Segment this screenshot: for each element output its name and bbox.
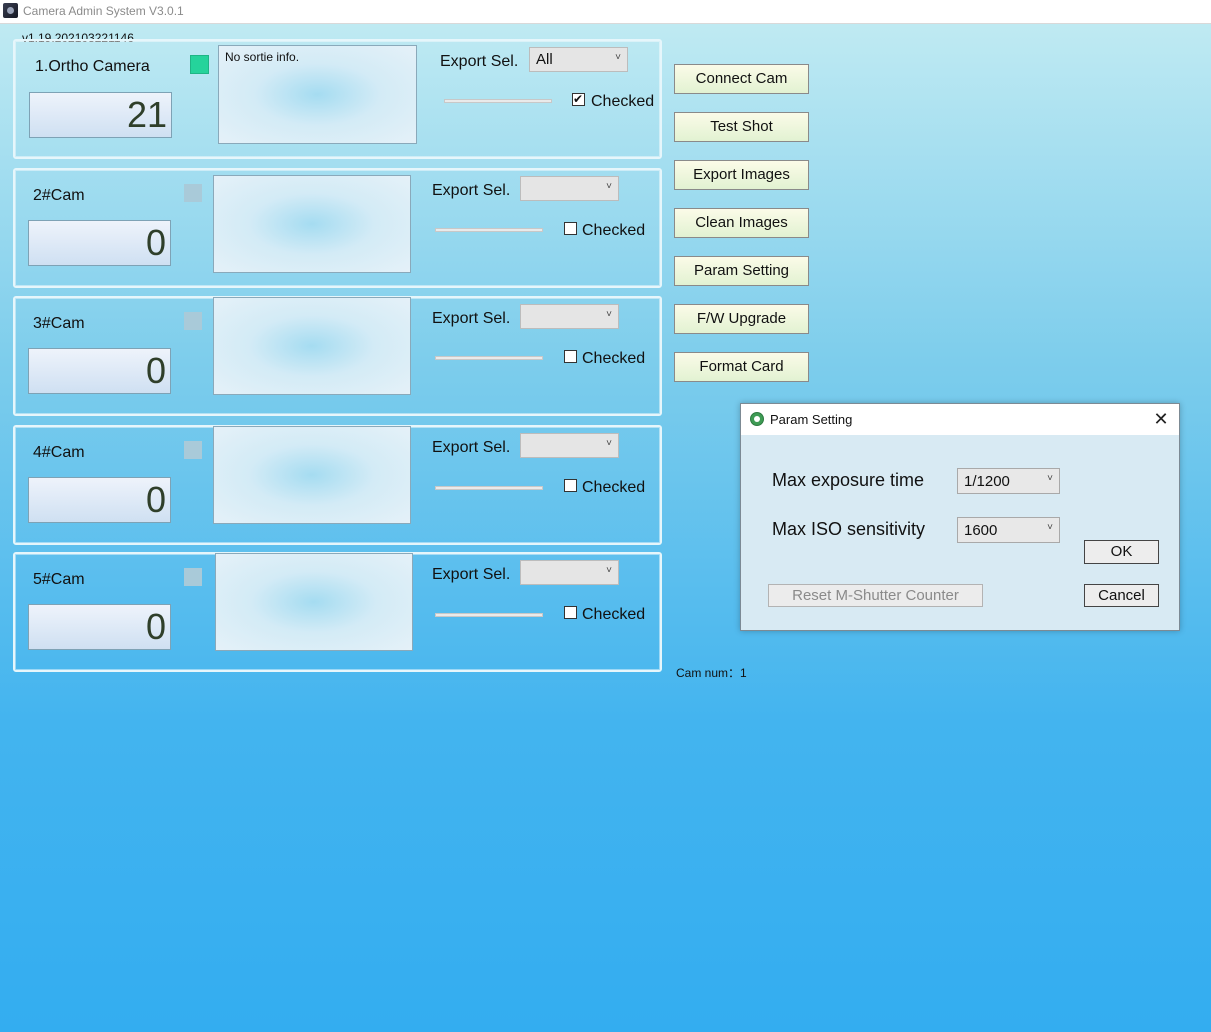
export-sel-label: Export Sel. bbox=[432, 182, 511, 199]
sortie-info-box bbox=[213, 175, 411, 273]
fw-upgrade-button[interactable]: F/W Upgrade bbox=[674, 304, 809, 334]
window-title: Camera Admin System V3.0.1 bbox=[23, 4, 184, 18]
shot-count: 0 bbox=[145, 479, 166, 520]
export-sel-dropdown[interactable]: ˅ bbox=[520, 176, 619, 201]
shot-counter: 21 bbox=[29, 92, 172, 138]
sortie-info-text: No sortie info. bbox=[225, 50, 300, 64]
sortie-info-box: No sortie info. bbox=[218, 45, 417, 144]
camera-panel-4: 4#Cam 0 Export Sel. ˅ Checked bbox=[13, 425, 662, 545]
param-setting-dialog: Param Setting ✕ Max exposure time 1/1200… bbox=[740, 403, 1180, 631]
progress-slider[interactable] bbox=[435, 356, 543, 360]
progress-slider[interactable] bbox=[435, 228, 543, 232]
shot-counter: 0 bbox=[28, 220, 171, 266]
dialog-app-icon bbox=[750, 412, 764, 426]
checked-checkbox[interactable] bbox=[564, 606, 577, 619]
camera-name: 2#Cam bbox=[33, 187, 85, 204]
chevron-down-icon: ˅ bbox=[606, 565, 612, 576]
test-shot-button[interactable]: Test Shot bbox=[674, 112, 809, 142]
export-sel-label: Export Sel. bbox=[432, 566, 511, 583]
max-exposure-dropdown[interactable]: 1/1200 ˅ bbox=[957, 468, 1060, 494]
camera-panel-5: 5#Cam 0 Export Sel. ˅ Checked bbox=[13, 552, 662, 672]
dialog-title-bar: Param Setting ✕ bbox=[741, 404, 1179, 435]
export-sel-label: Export Sel. bbox=[432, 439, 511, 456]
camera-panel-1: 1.Ortho Camera 21 No sortie info. Export… bbox=[13, 39, 662, 159]
checked-label: Checked bbox=[582, 350, 646, 367]
check-icon: ✔ bbox=[573, 92, 584, 106]
export-sel-dropdown[interactable]: ˅ bbox=[520, 433, 619, 458]
checked-checkbox[interactable] bbox=[564, 350, 577, 363]
status-indicator bbox=[190, 55, 209, 74]
progress-slider[interactable] bbox=[444, 99, 552, 103]
status-indicator bbox=[184, 568, 202, 586]
checked-checkbox[interactable] bbox=[564, 222, 577, 235]
camera-name: 1.Ortho Camera bbox=[35, 58, 150, 75]
export-sel-label: Export Sel. bbox=[432, 310, 511, 327]
export-sel-dropdown[interactable]: ˅ bbox=[520, 304, 619, 329]
shot-counter: 0 bbox=[28, 348, 171, 394]
format-card-button[interactable]: Format Card bbox=[674, 352, 809, 382]
max-exposure-value: 1/1200 bbox=[964, 473, 1010, 490]
cancel-button[interactable]: Cancel bbox=[1084, 584, 1159, 607]
progress-slider[interactable] bbox=[435, 613, 543, 617]
chevron-down-icon: ˅ bbox=[606, 438, 612, 449]
export-sel-dropdown[interactable]: ˅ bbox=[520, 560, 619, 585]
checked-label: Checked bbox=[591, 93, 655, 110]
param-setting-button[interactable]: Param Setting bbox=[674, 256, 809, 286]
camera-panel-2: 2#Cam 0 Export Sel. ˅ Checked bbox=[13, 168, 662, 288]
dialog-title: Param Setting bbox=[770, 412, 853, 427]
chevron-down-icon: ˅ bbox=[1047, 522, 1053, 533]
shot-counter: 0 bbox=[28, 604, 171, 650]
close-icon[interactable]: ✕ bbox=[1153, 409, 1169, 429]
checked-checkbox[interactable] bbox=[564, 479, 577, 492]
max-exposure-label: Max exposure time bbox=[772, 470, 925, 490]
export-sel-value: All bbox=[536, 51, 553, 68]
checked-label: Checked bbox=[582, 606, 646, 623]
ok-button[interactable]: OK bbox=[1084, 540, 1159, 564]
chevron-down-icon: ˅ bbox=[606, 309, 612, 320]
status-indicator bbox=[184, 312, 202, 330]
sortie-info-box bbox=[213, 297, 411, 395]
camera-name: 4#Cam bbox=[33, 444, 85, 461]
version-label: v1.19.202103221146 bbox=[22, 31, 134, 45]
max-iso-label: Max ISO sensitivity bbox=[772, 519, 926, 539]
camera-name: 5#Cam bbox=[33, 571, 85, 588]
clean-images-button[interactable]: Clean Images bbox=[674, 208, 809, 238]
chevron-down-icon: ˅ bbox=[606, 181, 612, 192]
checked-label: Checked bbox=[582, 222, 646, 239]
shot-count: 0 bbox=[145, 222, 166, 263]
reset-shutter-counter-button[interactable]: Reset M-Shutter Counter bbox=[768, 584, 983, 607]
connect-cam-button[interactable]: Connect Cam bbox=[674, 64, 809, 94]
checked-checkbox[interactable]: ✔ bbox=[572, 92, 585, 106]
status-indicator bbox=[184, 441, 202, 459]
max-iso-value: 1600 bbox=[964, 522, 998, 539]
shot-count: 0 bbox=[145, 350, 166, 391]
progress-slider[interactable] bbox=[435, 486, 543, 490]
export-sel-dropdown[interactable]: All ˅ bbox=[529, 47, 628, 72]
status-indicator bbox=[184, 184, 202, 202]
max-iso-dropdown[interactable]: 1600 ˅ bbox=[957, 517, 1060, 543]
shot-count: 0 bbox=[145, 606, 166, 647]
camera-panel-3: 3#Cam 0 Export Sel. ˅ Checked bbox=[13, 296, 662, 416]
sortie-info-box bbox=[215, 553, 413, 651]
cam-num-status: Cam num：1 bbox=[676, 666, 747, 680]
sortie-info-box bbox=[213, 426, 411, 524]
chevron-down-icon: ˅ bbox=[615, 52, 621, 63]
camera-name: 3#Cam bbox=[33, 315, 85, 332]
title-bar: Camera Admin System V3.0.1 bbox=[0, 0, 1211, 24]
app-icon bbox=[3, 3, 18, 18]
shot-counter: 0 bbox=[28, 477, 171, 523]
export-images-button[interactable]: Export Images bbox=[674, 160, 809, 190]
chevron-down-icon: ˅ bbox=[1047, 473, 1053, 484]
shot-count: 21 bbox=[126, 94, 167, 135]
export-sel-label: Export Sel. bbox=[440, 53, 519, 70]
checked-label: Checked bbox=[582, 479, 646, 496]
